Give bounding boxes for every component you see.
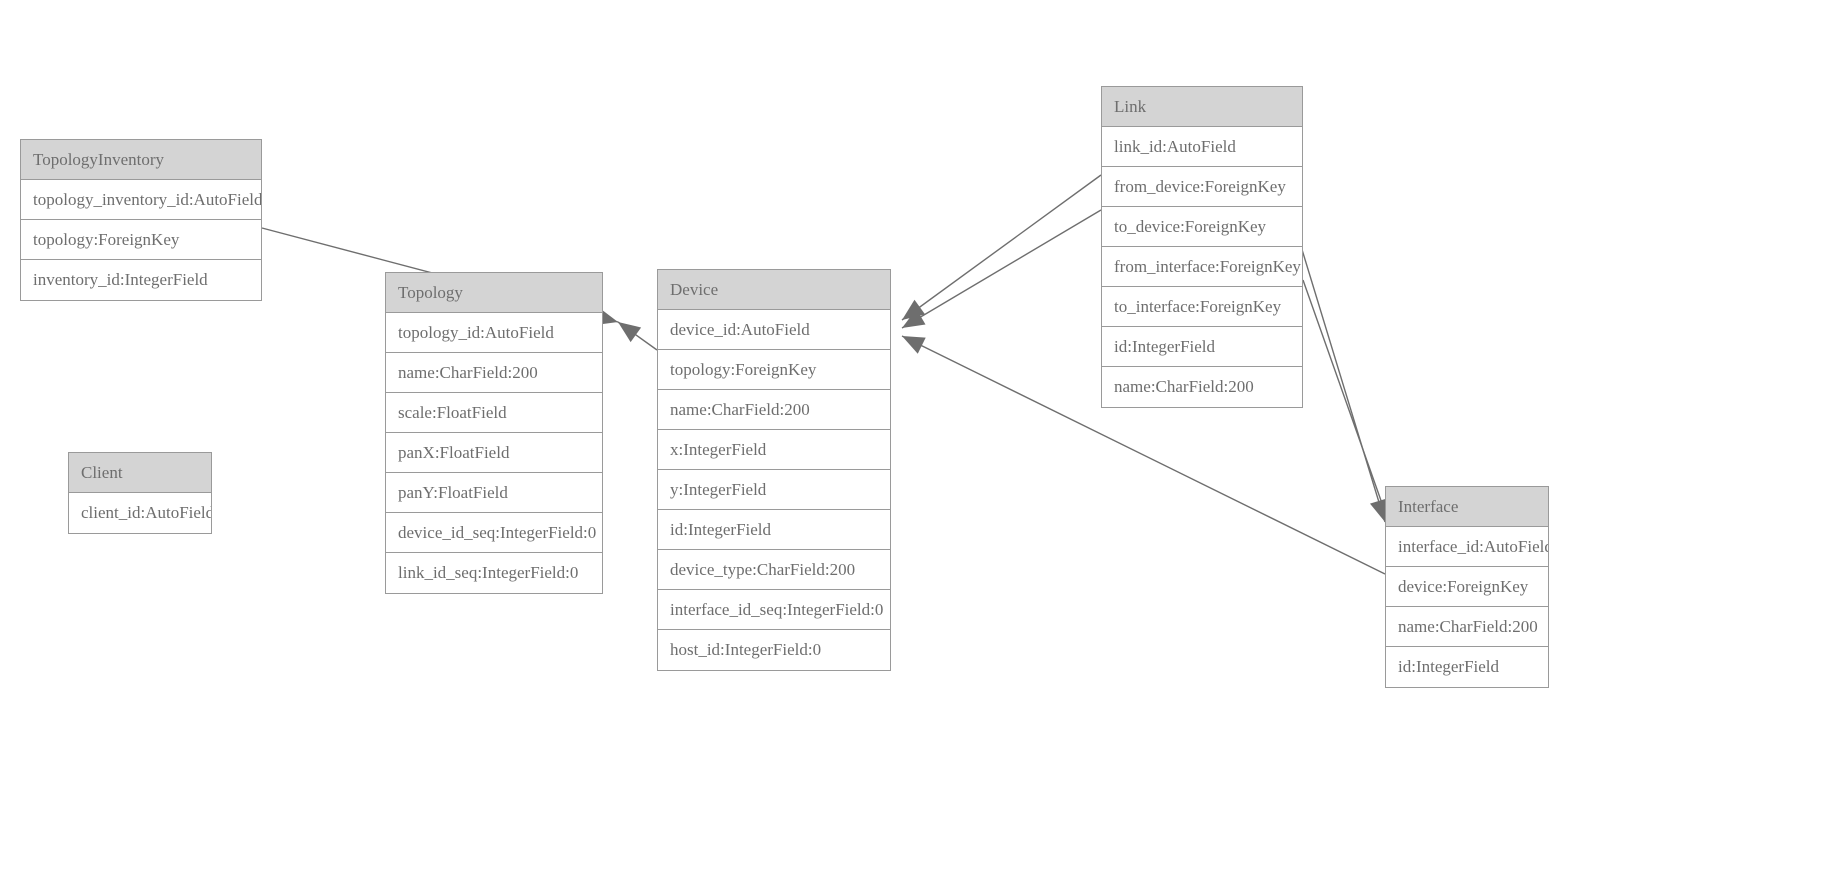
- rel-link-todevice-device-arrowhead: [902, 309, 926, 328]
- field-row[interactable]: device:ForeignKey: [1386, 567, 1548, 607]
- field-row[interactable]: id:IntegerField: [658, 510, 890, 550]
- rel-link-frominterface-interface: [1299, 242, 1386, 523]
- rel-device-topology-arrowhead: [618, 322, 642, 343]
- field-row[interactable]: topology:ForeignKey: [21, 220, 261, 260]
- rel-link-todevice-device: [901, 209, 1102, 329]
- field-row[interactable]: link_id:AutoField: [1102, 127, 1302, 167]
- entity-title-device: Device: [658, 270, 890, 310]
- field-row[interactable]: name:CharField:200: [1114, 377, 1254, 396]
- entity-fields-client: client_id:AutoField: [69, 493, 211, 533]
- rel-device-topology: [617, 321, 658, 351]
- field-row[interactable]: topology_inventory_id:AutoField: [21, 180, 261, 220]
- rel-interface-device-arrowhead: [902, 336, 926, 354]
- entity-title-interface: Interface: [1386, 487, 1548, 527]
- entity-title-client: Client: [69, 453, 211, 493]
- field-row[interactable]: to_interface:ForeignKey: [1102, 287, 1302, 327]
- entity-title-topology: Topology: [386, 273, 602, 313]
- field-row[interactable]: id:IntegerField: [1398, 657, 1500, 676]
- field-row[interactable]: host_id:IntegerField:0: [670, 640, 822, 659]
- entity-client[interactable]: Client client_id:AutoField: [68, 452, 212, 534]
- rel-link-fromdevice-device: [901, 174, 1102, 321]
- field-row[interactable]: interface_id:AutoField: [1386, 527, 1548, 567]
- field-row[interactable]: device_id:AutoField: [658, 310, 890, 350]
- field-row[interactable]: inventory_id:IntegerField: [33, 270, 208, 289]
- field-row[interactable]: device_id_seq:IntegerField:0: [386, 513, 602, 553]
- field-row[interactable]: from_device:ForeignKey: [1102, 167, 1302, 207]
- field-row[interactable]: name:CharField:200: [386, 353, 602, 393]
- entity-title-topology_inventory: TopologyInventory: [21, 140, 261, 180]
- field-row[interactable]: to_device:ForeignKey: [1102, 207, 1302, 247]
- field-row[interactable]: interface_id_seq:IntegerField:0: [658, 590, 890, 630]
- field-row[interactable]: topology:ForeignKey: [658, 350, 890, 390]
- field-row[interactable]: id:IntegerField: [1102, 327, 1302, 367]
- rel-link-tointerface-interface: [1302, 279, 1391, 527]
- field-row[interactable]: y:IntegerField: [658, 470, 890, 510]
- field-row[interactable]: scale:FloatField: [386, 393, 602, 433]
- field-row[interactable]: topology_id:AutoField: [386, 313, 602, 353]
- entity-title-link: Link: [1102, 87, 1302, 127]
- field-row[interactable]: name:CharField:200: [1386, 607, 1548, 647]
- rel-link-fromdevice-device-arrowhead: [902, 299, 926, 320]
- field-row[interactable]: panX:FloatField: [386, 433, 602, 473]
- field-row[interactable]: name:CharField:200: [658, 390, 890, 430]
- field-row[interactable]: link_id_seq:IntegerField:0: [398, 563, 579, 582]
- field-row[interactable]: from_interface:ForeignKey: [1102, 247, 1302, 287]
- field-row[interactable]: device_type:CharField:200: [658, 550, 890, 590]
- field-row[interactable]: client_id:AutoField: [81, 503, 211, 522]
- field-row[interactable]: panY:FloatField: [386, 473, 602, 513]
- field-row[interactable]: x:IntegerField: [658, 430, 890, 470]
